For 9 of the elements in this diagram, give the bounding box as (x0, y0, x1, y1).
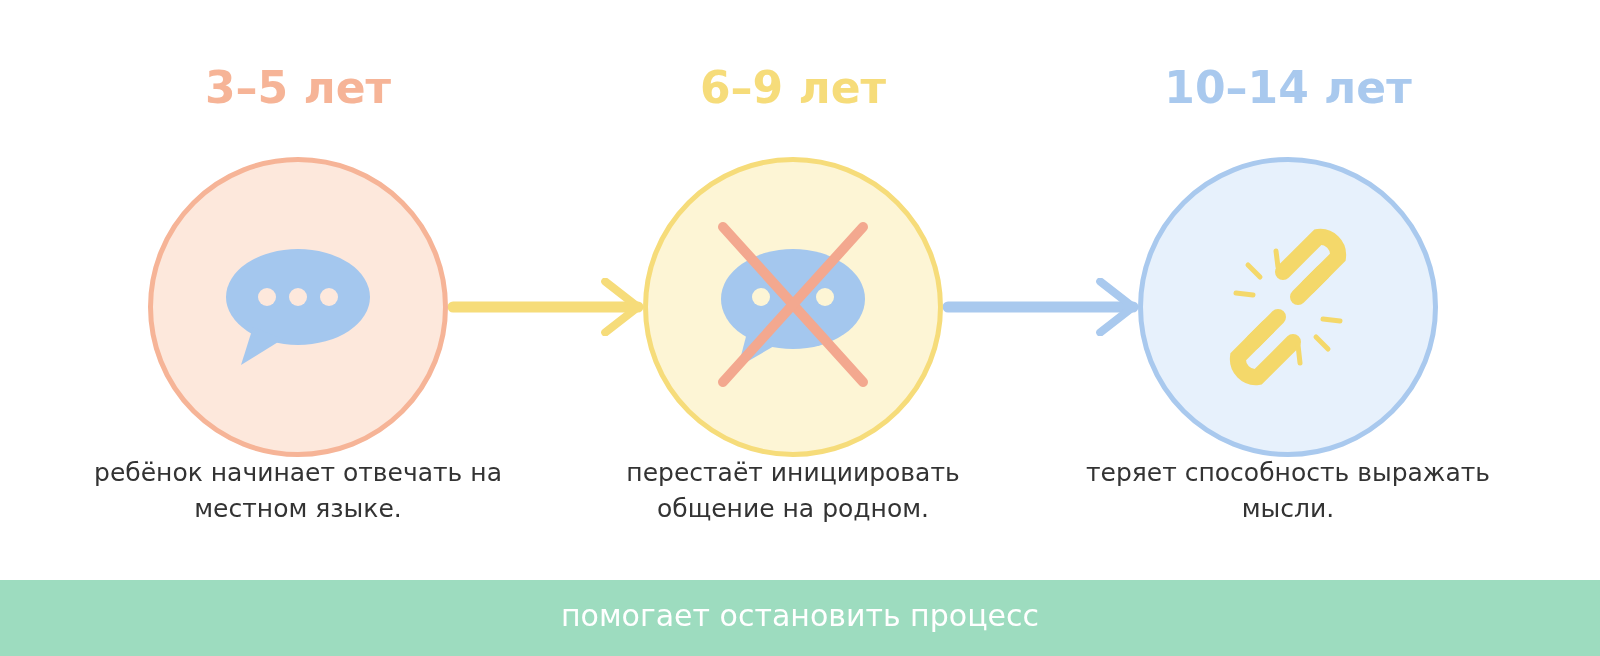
age-heading: 3–5 лет (203, 62, 393, 113)
age-heading: 6–9 лет (698, 62, 888, 113)
arrow (447, 277, 644, 337)
stage-caption: теряет способность выражать мысли. (1085, 457, 1491, 525)
stage-caption: перестаёт инициировать общение на родном. (625, 457, 961, 525)
stage-caption: ребёнок начинает отвечать на местном языке. (93, 457, 503, 525)
age-heading: 10–14 лет (1163, 62, 1413, 113)
footer-text: помогает остановить процесс (561, 598, 1039, 633)
arrow (942, 277, 1139, 337)
